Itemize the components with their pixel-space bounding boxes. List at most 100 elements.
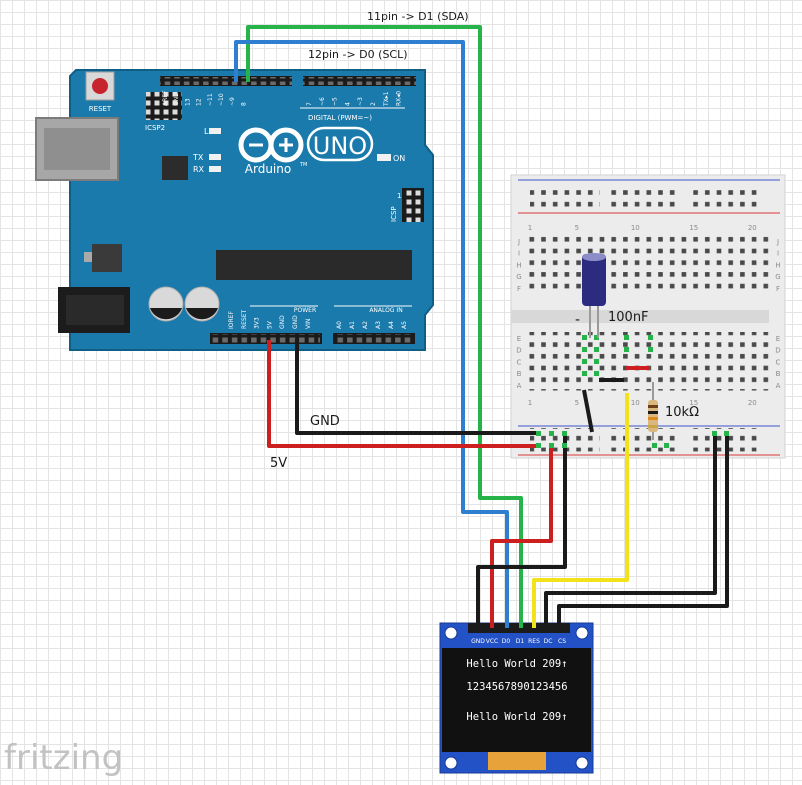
- jumper-cap-to-gnd: [582, 389, 594, 433]
- row-letter: B: [517, 370, 522, 378]
- wire-sda-green: [246, 25, 523, 628]
- capacitor-value-label: 100nF: [608, 310, 649, 325]
- reset-label: RESET: [89, 105, 112, 113]
- power-header-label: POWER: [294, 307, 316, 314]
- wire-scl-blue: [234, 40, 509, 628]
- column-number: 15: [689, 224, 698, 232]
- row-letter: F: [517, 285, 521, 293]
- column-number: 1: [528, 224, 532, 232]
- vcc-wire-label: 5V: [270, 456, 287, 471]
- led-l-label: L: [204, 127, 209, 136]
- digital-pin-label: ~9: [229, 97, 236, 106]
- digital-header-left-pins: [160, 77, 292, 85]
- row-letter: C: [776, 358, 781, 366]
- digital-header-label: DIGITAL (PWM=~): [308, 114, 372, 122]
- usb-chip: [162, 156, 188, 180]
- analog-pin-label: A0: [336, 321, 343, 329]
- oled-screen: [442, 648, 591, 752]
- digital-pin-label: 12: [196, 98, 203, 106]
- oled-pin-label: D1: [516, 638, 525, 645]
- column-number: 10: [631, 224, 640, 232]
- capacitor-100nf: [582, 253, 606, 338]
- oled-pin-label: VCC: [486, 638, 498, 645]
- analog-header-pins: [335, 334, 413, 343]
- digital-pin-label: ~3: [357, 97, 364, 106]
- voltage-regulator: [92, 244, 122, 272]
- power-pin-label: GND: [279, 315, 286, 329]
- main-holes-bottom: [525, 332, 770, 391]
- digital-pin-label: GND: [173, 92, 180, 106]
- reset-button-cap[interactable]: [92, 78, 108, 94]
- center-channel: [511, 310, 769, 323]
- wires: [234, 25, 729, 628]
- column-number: 20: [748, 399, 757, 407]
- bottom-rail-holes-2: [610, 428, 680, 452]
- analog-pin-label: A5: [401, 321, 408, 329]
- oled-mount-hole-tl: [444, 626, 458, 640]
- power-pin-label: IOREF: [228, 311, 235, 329]
- scl-wire-label: 12pin -> D0 (SCL): [308, 48, 408, 61]
- wire-5v-arduino: [267, 340, 540, 448]
- analog-pin-label: A4: [388, 321, 395, 329]
- row-letter: G: [516, 273, 521, 281]
- usb-connector-inner: [44, 128, 110, 170]
- row-letter: A: [517, 382, 522, 390]
- row-letter: D: [516, 347, 521, 355]
- top-rail-holes-3: [692, 184, 762, 208]
- digital-pin-label: 13: [184, 98, 191, 106]
- led-rx: [209, 166, 221, 172]
- row-letter: J: [776, 238, 779, 246]
- digital-pin-label: AREF: [162, 90, 169, 106]
- icsp1-number: 1: [397, 192, 401, 200]
- wire-gnd-arduino: [295, 340, 540, 435]
- led-l: [209, 128, 221, 134]
- row-letter: E: [517, 335, 521, 343]
- capacitor-polarity: -: [575, 312, 580, 328]
- row-letter: H: [775, 261, 780, 269]
- analog-header-label: ANALOG IN: [369, 307, 402, 314]
- icsp2-pins: [146, 92, 182, 120]
- row-letter: I: [518, 250, 520, 258]
- arduino-logo: [238, 127, 304, 163]
- digital-pin-label: ~6: [319, 97, 326, 106]
- digital-pin-label: ~5: [332, 97, 339, 106]
- dc-power-jack-inner: [66, 295, 124, 325]
- oled-pin-label: DC: [544, 638, 553, 645]
- column-number: 10: [631, 399, 640, 407]
- main-holes-top: [525, 235, 770, 294]
- analog-pin-label: A2: [362, 321, 369, 329]
- digital-pin-label: ~10: [218, 93, 225, 106]
- power-pin-label: 5V: [266, 320, 273, 329]
- top-rail-holes-2: [610, 184, 680, 208]
- resistor-value-label: 10kΩ: [665, 405, 699, 420]
- oled-pin-label: GND: [471, 638, 485, 645]
- icsp-label: ICSP: [390, 206, 398, 222]
- digital-pin-label: 2: [370, 102, 377, 106]
- top-rail-holes-1: [530, 184, 600, 208]
- wire-res-yellow: [532, 393, 629, 628]
- fritzing-watermark: fritzing: [4, 738, 123, 778]
- digital-pin-label: 8: [240, 102, 247, 106]
- icsp2-label: ICSP2: [145, 124, 165, 132]
- digital-pin-label: 7: [306, 102, 313, 106]
- arduino-brand-label: Arduino: [245, 162, 291, 176]
- row-letter: J: [517, 238, 520, 246]
- led-rx-label: RX: [193, 165, 205, 174]
- column-number: 5: [575, 224, 579, 232]
- icsp-pins: [403, 188, 423, 222]
- power-header-pins: [212, 334, 320, 343]
- analog-pin-label: A3: [375, 321, 382, 329]
- on-led: [377, 154, 391, 161]
- digital-pin-label: TX▸1: [383, 91, 390, 107]
- oled-pin-label: RES: [528, 638, 540, 645]
